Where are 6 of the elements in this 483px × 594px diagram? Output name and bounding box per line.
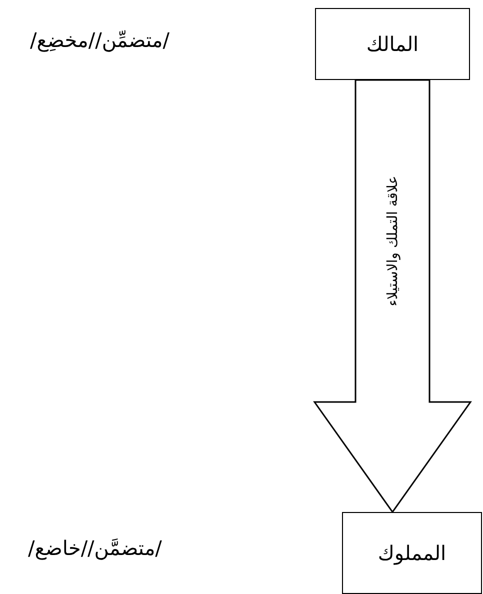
side-label: /متضمِّن//مخضِع/ <box>30 28 170 52</box>
edge-label: علاقة التملك والاستيلاء <box>384 176 402 306</box>
side-label: /متضمَّن//خاضع/ <box>28 536 162 560</box>
block-arrow <box>313 79 472 514</box>
label-box: المالك <box>315 8 470 80</box>
label-box: المملوك <box>342 512 482 594</box>
